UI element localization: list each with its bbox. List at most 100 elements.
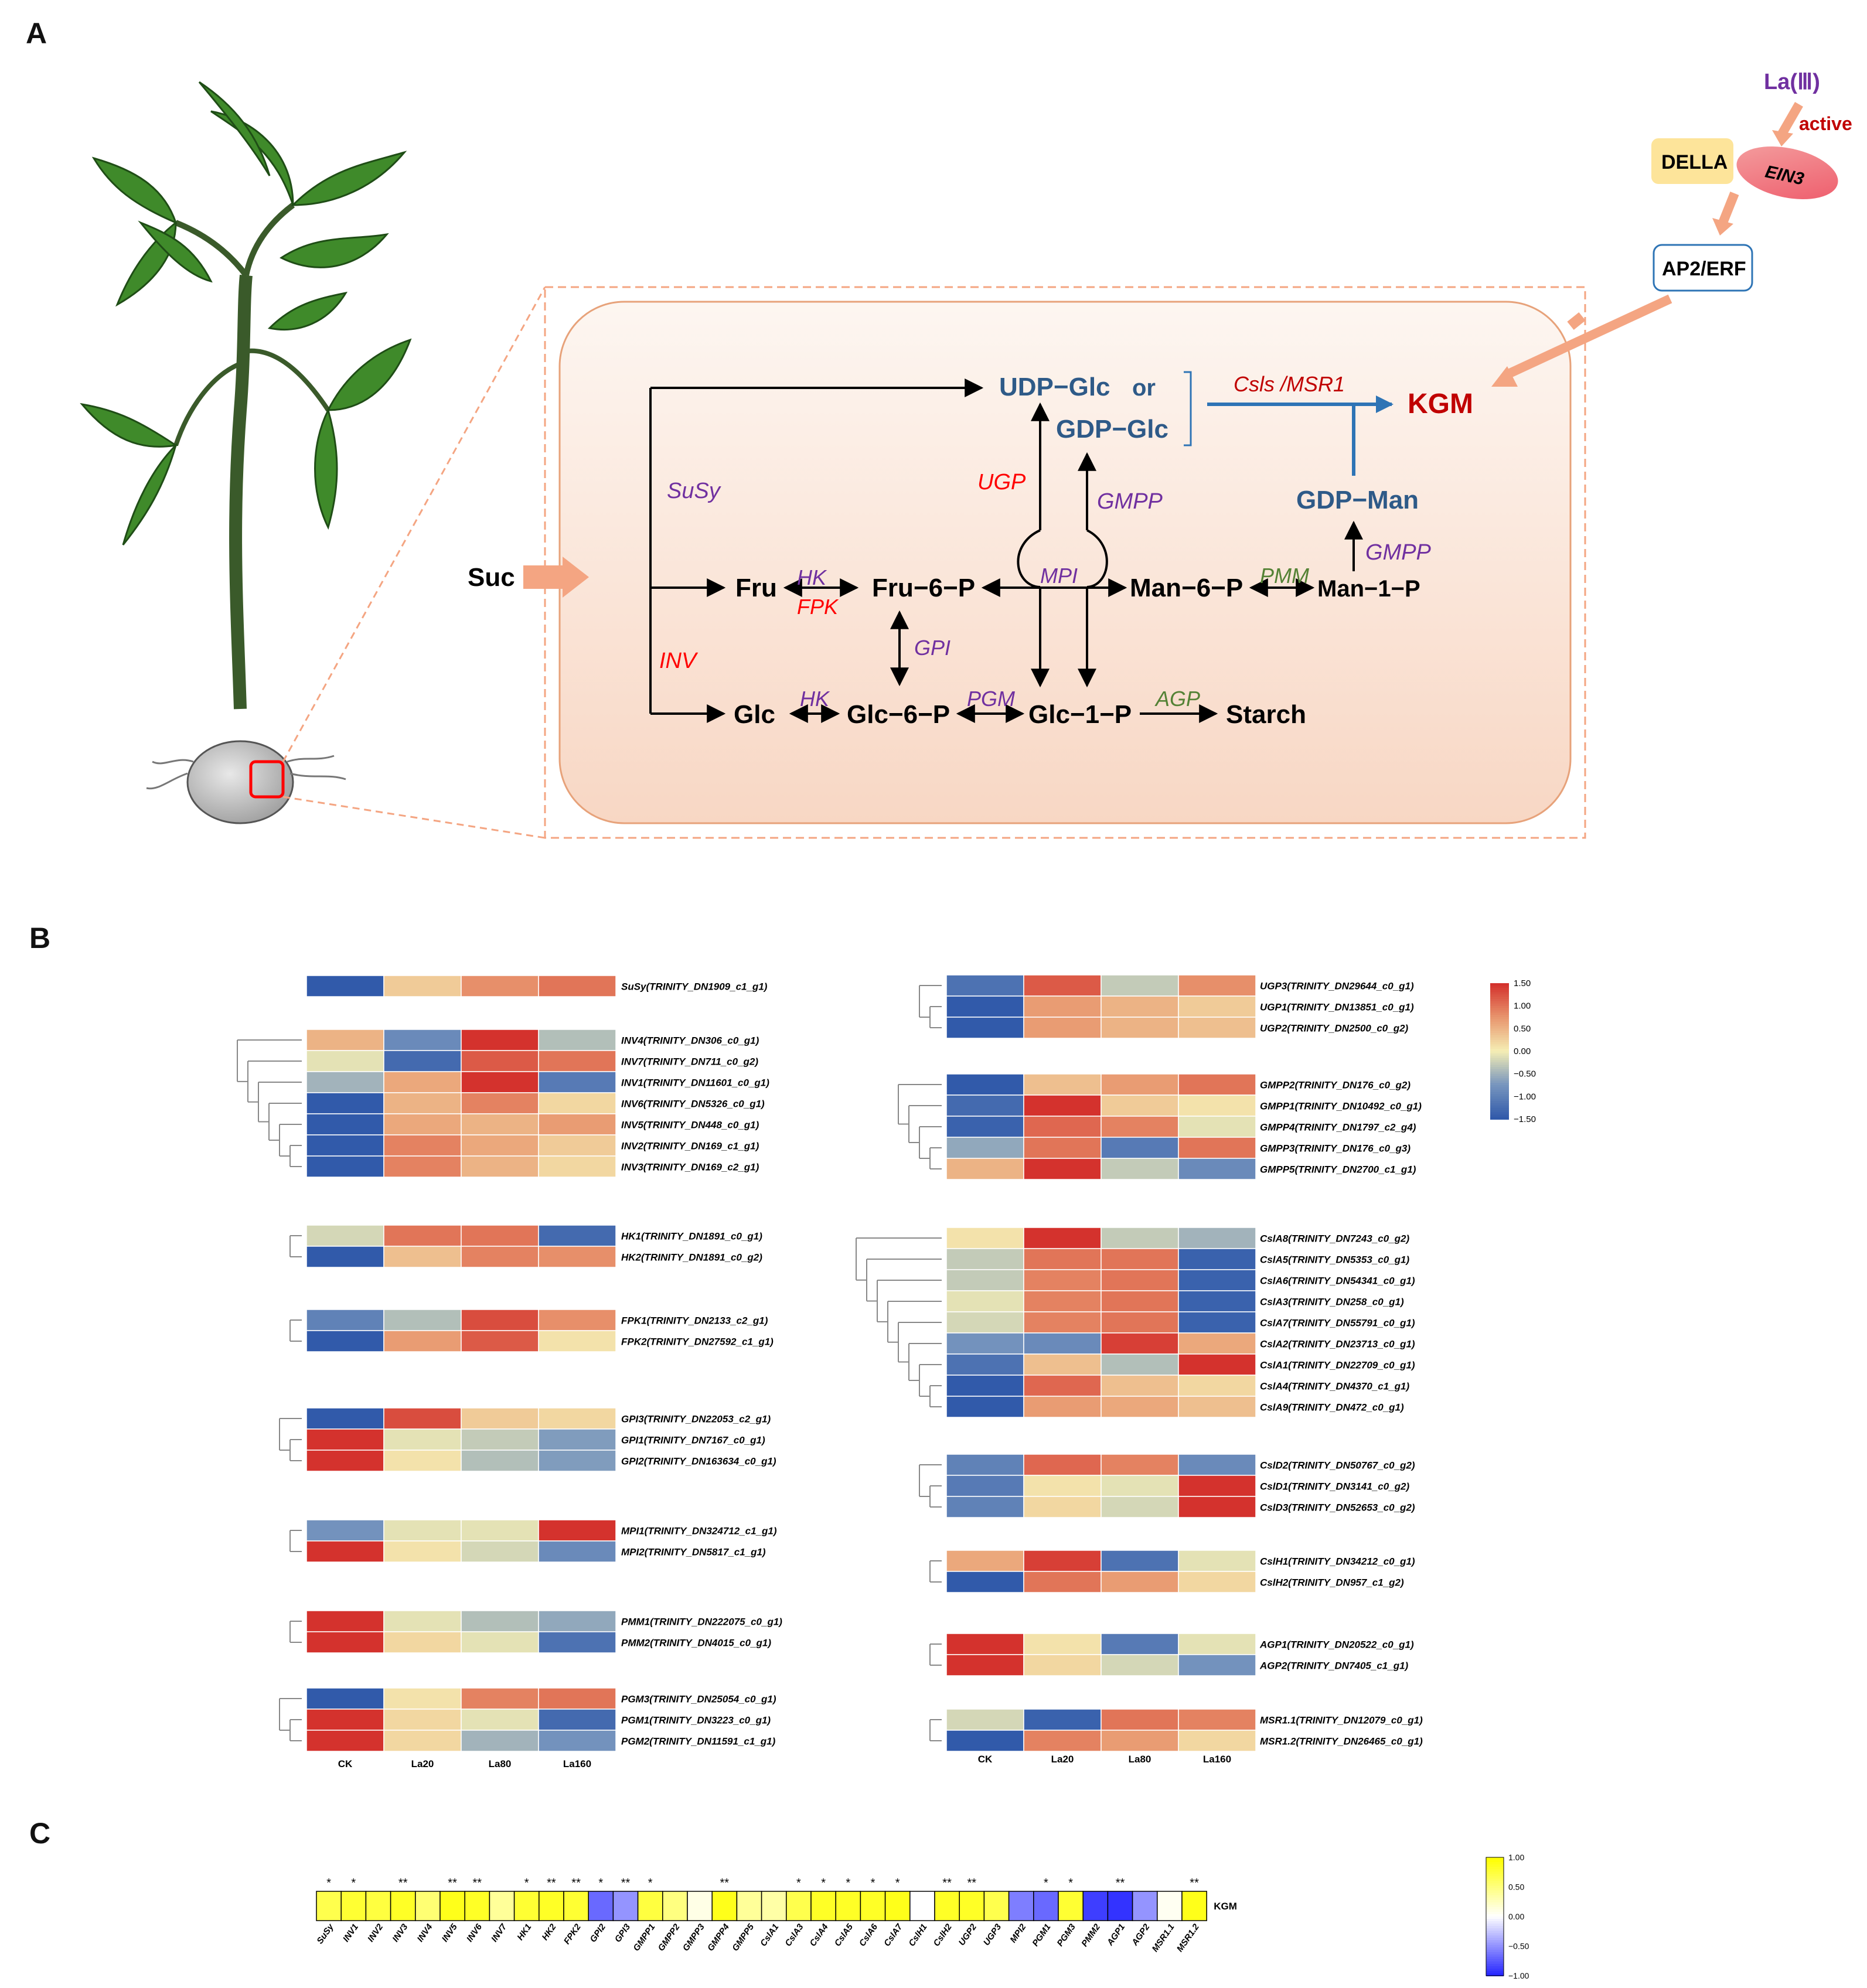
- glc1p-label: Glc−1−P: [1028, 700, 1132, 729]
- heatmap-row-label: FPK1(TRINITY_DN2133_c2_g1): [621, 1315, 768, 1326]
- ein3-ellipse: [1736, 146, 1838, 199]
- heatmap-legend-swatch: [1490, 1065, 1509, 1068]
- heatmap-legend-swatch: [1490, 1071, 1509, 1075]
- heatmap-cell: [1178, 1709, 1256, 1731]
- heatmap-cell: [1101, 1311, 1179, 1334]
- heatmap-row-label: CslA6(TRINITY_DN54341_c0_g1): [1260, 1275, 1415, 1286]
- heatmap-cell: [1023, 1353, 1102, 1376]
- heatmap-cell: [1023, 1073, 1102, 1096]
- heatmap-cell: [946, 1396, 1024, 1418]
- heatmap-cell: [306, 1050, 384, 1072]
- heatmap-column-label: La80: [1129, 1754, 1151, 1765]
- heatmap-cell: [946, 1730, 1024, 1752]
- la-label: La(Ⅲ): [1764, 70, 1820, 94]
- heatmap-legend-swatch: [1490, 1101, 1509, 1104]
- heatmap-legend-swatch: [1490, 1060, 1509, 1063]
- heatmap-cell: [538, 1519, 616, 1542]
- heatmap-cell: [461, 1407, 539, 1430]
- heatmap-row-label: PGM1(TRINITY_DN3223_c0_g1): [621, 1714, 771, 1726]
- heatmap-cell: [946, 1227, 1024, 1249]
- heatmap-cell: [946, 1496, 1024, 1518]
- heatmap-row-label: HK2(TRINITY_DN1891_c0_g2): [621, 1252, 762, 1263]
- pathway-diagram: La(Ⅲ) active DELLA EIN3 AP2/ERF Suc UDP−…: [80, 70, 1852, 839]
- heatmap-cell: [1178, 1094, 1256, 1117]
- heatmap-column-label: CK: [338, 1758, 353, 1769]
- heatmap-cell: [306, 1407, 384, 1430]
- heatmap-legend-swatch: [1490, 1103, 1509, 1106]
- heatmap-cell: [1178, 1311, 1256, 1334]
- heatmap-cell: [1101, 1290, 1179, 1312]
- fpk-label: FPK: [797, 595, 839, 619]
- heatmap-cell: [306, 1709, 384, 1731]
- heatmap-row-label: MPI1(TRINITY_DN324712_c1_g1): [621, 1525, 777, 1536]
- heatmap-cell: [946, 1571, 1024, 1593]
- heatmap-cell: [1178, 1654, 1256, 1676]
- heatmap-row-label: FPK2(TRINITY_DN27592_c1_g1): [621, 1336, 774, 1347]
- heatmap-legend-swatch: [1490, 1085, 1509, 1088]
- heatmap-cell: [1023, 995, 1102, 1018]
- heatmap-cell: [1178, 1269, 1256, 1291]
- heatmap-cell: [946, 995, 1024, 1018]
- heatmap-cell: [946, 1094, 1024, 1117]
- heatmap-row-label: CslA8(TRINITY_DN7243_c0_g2): [1260, 1233, 1409, 1244]
- heatmap-cell: [538, 1730, 616, 1752]
- heatmap-cell: [461, 1540, 539, 1563]
- heatmap-cell: [383, 1029, 462, 1051]
- man1p-label: Man−1−P: [1317, 576, 1420, 602]
- heatmap-cell: [1023, 1633, 1102, 1655]
- heatmap-column-label: La20: [411, 1758, 434, 1769]
- heatmap-row-label: CslA2(TRINITY_DN23713_c0_g1): [1260, 1338, 1415, 1349]
- heatmap-cell: [1178, 1353, 1256, 1376]
- heatmap-row-label: AGP1(TRINITY_DN20522_c0_g1): [1259, 1639, 1414, 1650]
- heatmap-cell: [461, 1092, 539, 1114]
- panel-c-label: C: [29, 1817, 51, 1850]
- inv-label: INV: [659, 649, 699, 673]
- heatmap-cell: [383, 1610, 462, 1632]
- heatmap-cell: [383, 1631, 462, 1653]
- pmm-label: PMM: [1260, 564, 1309, 588]
- heatmap-cell: [1178, 1375, 1256, 1397]
- gdp-glc-label: GDP−Glc: [1056, 415, 1168, 444]
- heatmap-cell: [383, 1730, 462, 1752]
- heatmap-cell: [383, 1687, 462, 1710]
- heatmap-row-label: SuSy(TRINITY_DN1909_c1_g1): [621, 981, 768, 992]
- dendrogram: [919, 985, 942, 1028]
- suc-arrow: [523, 557, 589, 598]
- heatmap-legend-swatch: [1490, 1010, 1509, 1014]
- heatmap-row-label: UGP2(TRINITY_DN2500_c0_g2): [1260, 1022, 1409, 1034]
- heatmap-legend-swatch: [1490, 1053, 1509, 1056]
- heatmap-legend-tick: −0.50: [1514, 1069, 1536, 1079]
- heatmap-legend-swatch: [1490, 999, 1509, 1002]
- heatmap-cell: [1023, 1496, 1102, 1518]
- hk-label-2: HK: [800, 687, 830, 711]
- dendrogram: [289, 1235, 302, 1257]
- heatmap-cell: [383, 1540, 462, 1563]
- heatmap-legend-swatch: [1490, 1039, 1509, 1043]
- heatmap-cell: [306, 1540, 384, 1563]
- ap2erf-box: [1653, 244, 1753, 292]
- heatmap-cell: [1178, 1633, 1256, 1655]
- heatmap-cell: [1023, 1311, 1102, 1334]
- heatmap-row-label: MSR1.1(TRINITY_DN12079_c0_g1): [1260, 1714, 1423, 1726]
- heatmap-row-label: MPI2(TRINITY_DN5817_c1_g1): [621, 1546, 766, 1557]
- heatmap-cell: [461, 1071, 539, 1093]
- heatmap-legend-swatch: [1490, 1107, 1509, 1111]
- heatmap-cell: [1023, 1248, 1102, 1270]
- heatmap-cell: [1101, 1332, 1179, 1355]
- heatmap-cell: [1023, 1332, 1102, 1355]
- heatmap-cell: [538, 1134, 616, 1157]
- panel-b-label: B: [29, 922, 51, 954]
- heatmap-cell: [1101, 1137, 1179, 1159]
- heatmap-cell: [946, 1633, 1024, 1655]
- heatmap-row-label: CslA1(TRINITY_DN22709_c0_g1): [1260, 1359, 1415, 1370]
- heatmap-cell: [306, 1246, 384, 1268]
- heatmap-legend-swatch: [1490, 1003, 1509, 1007]
- heatmap-legend-swatch: [1490, 1117, 1509, 1120]
- dendrogram: [289, 1530, 302, 1552]
- heatmap-cell: [946, 1550, 1024, 1572]
- heatmap-cell: [1023, 1017, 1102, 1039]
- gmpp-label-1: GMPP: [1097, 489, 1163, 514]
- heatmap-cell: [1178, 995, 1256, 1018]
- heatmap-legend-swatch: [1490, 1080, 1509, 1084]
- heatmap-legend-swatch: [1490, 992, 1509, 995]
